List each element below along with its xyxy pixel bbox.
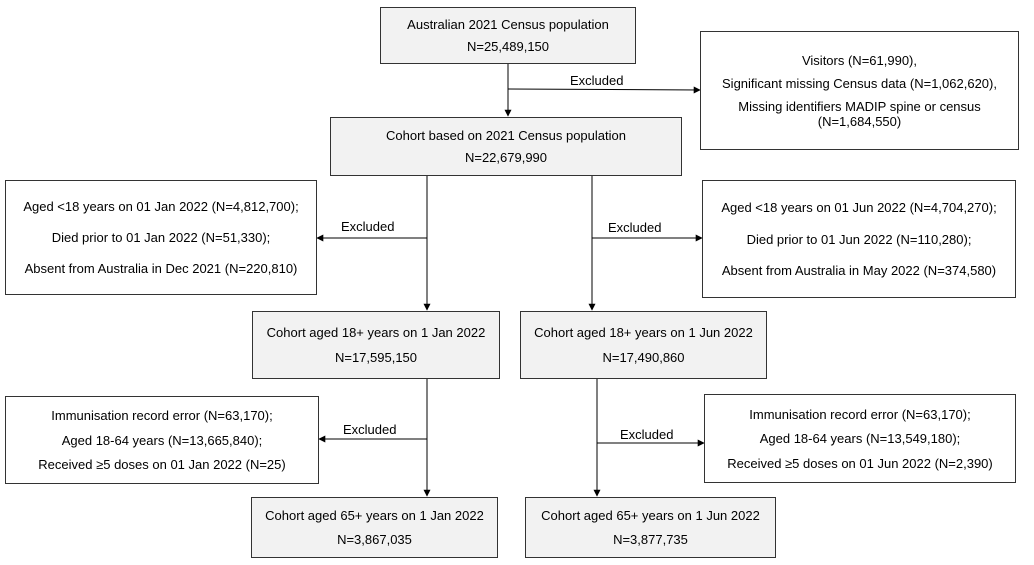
excluded-label-1: Excluded (570, 73, 624, 88)
exclusion-line: Immunisation record error (N=63,170); (51, 408, 273, 424)
box-title: Cohort based on 2021 Census population (386, 127, 626, 143)
exclusion-box-jun: Aged <18 years on 01 Jun 2022 (N=4,704,2… (702, 180, 1016, 298)
exclusion-line: Aged 18-64 years (N=13,549,180); (759, 431, 961, 446)
excluded-label-jun: Excluded (608, 220, 662, 235)
exclusion-line: Died prior to 01 Jun 2022 (N=110,280); (746, 231, 972, 247)
exclusion-box-jun-2: Immunisation record error (N=63,170); Ag… (704, 394, 1016, 483)
excluded-label-jun-2: Excluded (620, 427, 674, 442)
cohort-adult-jun-box: Cohort aged 18+ years on 1 Jun 2022 N=17… (520, 311, 767, 379)
box-count: N=17,490,860 (602, 350, 685, 366)
exclusion-box-jan: Aged <18 years on 01 Jan 2022 (N=4,812,7… (5, 180, 317, 295)
cohort-senior-jun-box: Cohort aged 65+ years on 1 Jun 2022 N=3,… (525, 497, 776, 558)
exclusion-line: Aged <18 years on 01 Jun 2022 (N=4,704,2… (721, 199, 997, 215)
box-count: N=25,489,150 (466, 39, 550, 54)
box-count: N=3,877,735 (613, 531, 688, 547)
cohort-adult-jan-box: Cohort aged 18+ years on 1 Jan 2022 N=17… (252, 311, 500, 379)
exclusion-box-census: Visitors (N=61,990), Significant missing… (700, 31, 1019, 150)
census-population-box: Australian 2021 Census population N=25,4… (380, 7, 636, 64)
box-count: N=3,867,035 (337, 531, 412, 547)
exclusion-line: Received ≥5 doses on 01 Jun 2022 (N=2,39… (727, 455, 993, 471)
exclusion-line: Absent from Australia in Dec 2021 (N=220… (24, 261, 298, 276)
box-title: Cohort aged 65+ years on 1 Jun 2022 (541, 508, 760, 524)
exclusion-line: Absent from Australia in May 2022 (N=374… (721, 263, 997, 279)
exclusion-line: Immunisation record error (N=63,170); (749, 406, 971, 422)
box-title: Australian 2021 Census population (407, 17, 609, 32)
arrow-excluded-1 (507, 86, 701, 94)
exclusion-line: Visitors (N=61,990), (801, 52, 917, 68)
exclusion-line: Aged <18 years on 01 Jan 2022 (N=4,812,7… (23, 199, 299, 214)
exclusion-box-jan-2: Immunisation record error (N=63,170); Ag… (5, 396, 319, 484)
box-count: N=22,679,990 (464, 150, 548, 166)
exclusion-line: Received ≥5 doses on 01 Jan 2022 (N=25) (38, 456, 286, 472)
cohort-senior-jan-box: Cohort aged 65+ years on 1 Jan 2022 N=3,… (251, 497, 498, 558)
exclusion-line: Significant missing Census data (N=1,062… (722, 75, 997, 91)
cohort-census-box: Cohort based on 2021 Census population N… (330, 117, 682, 176)
excluded-label-jan: Excluded (341, 219, 395, 234)
exclusion-line: Missing identifiers MADIP spine or censu… (738, 98, 981, 129)
excluded-label-jan-2: Excluded (343, 422, 397, 437)
box-title: Cohort aged 18+ years on 1 Jan 2022 (266, 324, 486, 340)
box-count: N=17,595,150 (334, 350, 418, 366)
exclusion-line: Died prior to 01 Jan 2022 (N=51,330); (51, 230, 271, 245)
box-title: Cohort aged 18+ years on 1 Jun 2022 (534, 324, 753, 340)
box-title: Cohort aged 65+ years on 1 Jan 2022 (265, 508, 484, 524)
exclusion-line: Aged 18-64 years (N=13,665,840); (61, 432, 263, 448)
